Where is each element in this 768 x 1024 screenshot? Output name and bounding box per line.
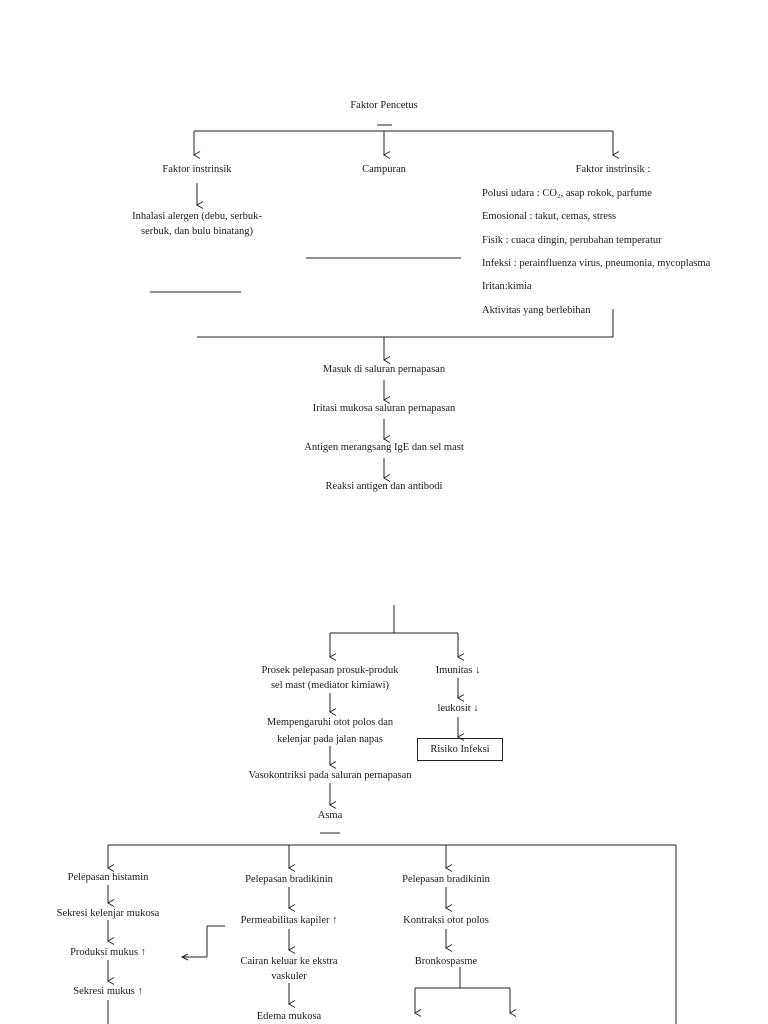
- right-item: Aktivitas yang berlebihan: [482, 304, 591, 316]
- chain-step: Antigen merangsang IgE dan sel mast: [304, 441, 464, 453]
- bradikinin1-step: Pelepasan bradikinin: [245, 873, 333, 885]
- left-detail-line: serbuk, dan bulu binatang): [141, 225, 253, 237]
- bradikinin2-step: Kontraksi otot polos: [403, 914, 489, 926]
- chain-step: Masuk di saluran pernapasan: [322, 363, 446, 375]
- leukosit-node: leukosit ↓: [437, 702, 479, 714]
- mediator-line: Prosek pelepasan prosuk-produk: [261, 664, 399, 676]
- right-branch-title: Faktor instrinsik :: [575, 163, 651, 175]
- histamin-step: Sekresi kelenjar mukosa: [56, 907, 160, 919]
- histamin-step: Sekresi mukus ↑: [73, 985, 143, 997]
- right-item: Infeksi : perainfluenza virus, pneumonia…: [482, 257, 711, 269]
- mediator-line: sel mast (mediator kimiawi): [270, 679, 390, 691]
- bradikinin1-step: Permeabilitas kapiler ↑: [240, 914, 338, 926]
- arrow-connector: [180, 953, 207, 961]
- right-item: Emosional : takut, cemas, stress: [482, 210, 617, 222]
- effect-line: kelenjar pada jalan napas: [277, 733, 383, 745]
- chain-step: Reaksi antigen dan antibodi: [325, 480, 443, 492]
- vasokontriksi: Vasokontriksi pada saluran pernapasan: [248, 769, 412, 781]
- left-branch-title: Faktor instrinsik: [162, 163, 232, 175]
- bradikinin1-step: Edema mukosa: [256, 1010, 322, 1022]
- root-node: Faktor Pencetus: [350, 99, 418, 111]
- bradikinin2-step: Bronkospasme: [414, 955, 478, 967]
- imunitas-node: Imunitas ↓: [435, 664, 481, 676]
- bradikinin1-step: Cairan keluar ke ekstra: [240, 955, 338, 967]
- bradikinin1-step: vaskuler: [271, 970, 307, 982]
- middle-branch-title: Campuran: [362, 163, 406, 175]
- chain-step: Iritasi mukosa saluran pernapasan: [312, 402, 456, 414]
- asma-node: Asma: [317, 809, 343, 821]
- histamin-step: Produksi mukus ↑: [70, 946, 146, 958]
- right-item: Iritan:kimia: [482, 280, 532, 292]
- right-item: Polusi udara : CO₂, asap rokok, parfume: [482, 187, 652, 199]
- risk-infection-label: Risiko Infeksi: [430, 744, 490, 755]
- risk-infection-box: Risiko Infeksi: [417, 738, 503, 761]
- left-detail-line: Inhalasi alergen (debu, serbuk-: [132, 210, 262, 222]
- histamin-step: Pelepasan histamin: [67, 871, 149, 883]
- effect-line: Mempengaruhi otot polos dan: [266, 716, 394, 728]
- bradikinin2-step: Pelepasan bradikinin: [402, 873, 490, 885]
- right-item: Fisik : cuaca dingin, perubahan temperat…: [482, 234, 662, 246]
